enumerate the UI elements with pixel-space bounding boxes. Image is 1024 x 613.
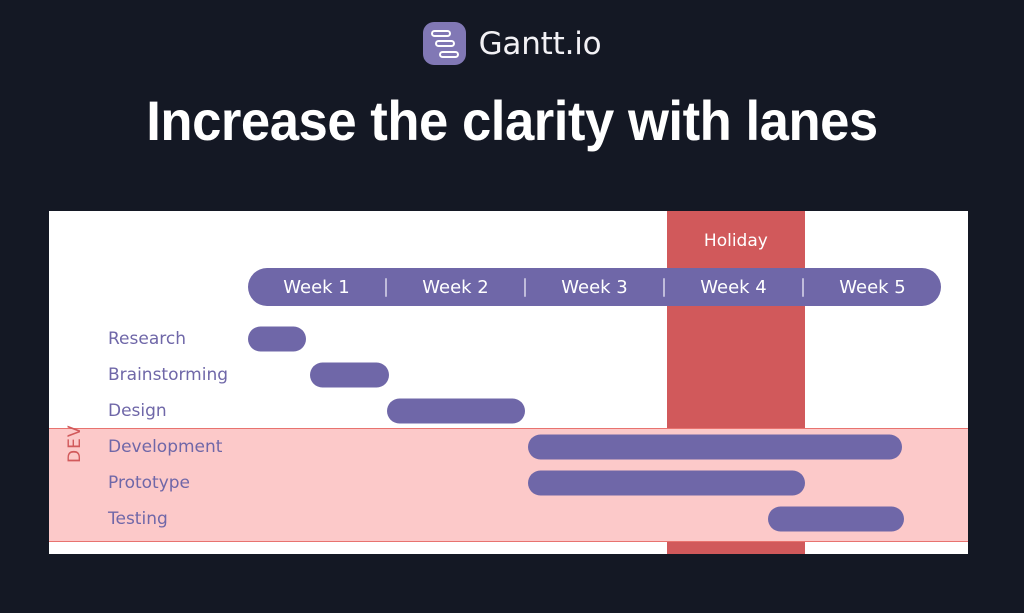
gantt-logo-icon [422, 22, 466, 65]
task-bar-development[interactable] [527, 434, 903, 460]
brand-name: Gantt.io [478, 25, 602, 62]
page-title: Increase the clarity with lanes [146, 89, 878, 152]
task-label-development: Development [108, 437, 223, 457]
week-divider-4 [802, 277, 804, 297]
holiday-label: Holiday [703, 231, 768, 251]
logo-pill-top [430, 29, 451, 37]
logo-pill-middle [434, 40, 455, 47]
week-label-5[interactable]: Week 5 [839, 276, 906, 298]
table-row: Design [49, 393, 968, 429]
task-bar-brainstorming[interactable] [310, 362, 390, 388]
week-divider-1 [385, 277, 387, 297]
week-header-bar[interactable]: Week 1 Week 2 Week 3 Week 4 Week 5 [248, 268, 941, 306]
week-divider-2 [524, 277, 526, 297]
logo-pill-bottom [438, 50, 459, 58]
table-row: Development [49, 429, 968, 465]
week-divider-3 [663, 277, 665, 297]
week-label-2[interactable]: Week 2 [422, 276, 489, 298]
task-label-testing: Testing [108, 509, 168, 529]
week-label-3[interactable]: Week 3 [561, 276, 628, 298]
table-row: Brainstorming [49, 357, 968, 393]
task-bar-research[interactable] [248, 326, 307, 352]
gantt-chart-card: Holiday DEV Week 1 Week 2 Week 3 Week 4 … [49, 211, 968, 554]
task-bar-prototype[interactable] [527, 470, 806, 496]
brand-header: Gantt.io [0, 22, 1024, 65]
task-label-brainstorming: Brainstorming [108, 365, 229, 385]
task-label-design: Design [108, 401, 167, 421]
task-bar-testing[interactable] [767, 506, 904, 532]
table-row: Prototype [49, 465, 968, 501]
task-label-prototype: Prototype [108, 473, 191, 493]
task-label-research: Research [108, 329, 186, 349]
table-row: Research [49, 321, 968, 357]
week-label-4[interactable]: Week 4 [700, 276, 767, 298]
table-row: Testing [49, 501, 968, 537]
week-label-1[interactable]: Week 1 [283, 276, 350, 298]
task-bar-design[interactable] [386, 398, 526, 424]
